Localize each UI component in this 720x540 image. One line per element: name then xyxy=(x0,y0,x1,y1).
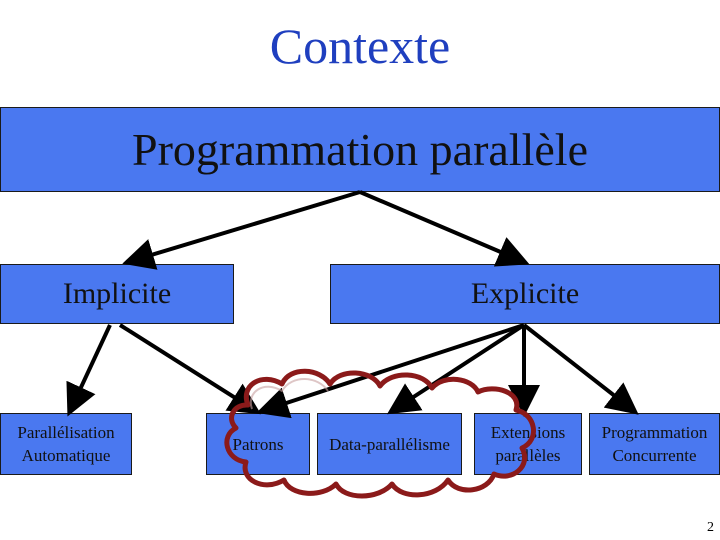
leaf-concurrent-programming: Programmation Concurrente xyxy=(589,413,720,475)
highlight-cloud-shadow xyxy=(251,379,328,409)
leaf-label-line1: Programmation xyxy=(602,421,708,444)
arrow-implicit-to-patrons xyxy=(120,325,256,411)
leaf-automatic-parallelization: Parallélisation Automatique xyxy=(0,413,132,475)
root-node-box: Programmation parallèle xyxy=(0,107,720,192)
leaf-label-line1: Parallélisation xyxy=(17,421,114,444)
leaf-label-line2: parallèles xyxy=(491,444,566,467)
arrow-explicit-to-patrons xyxy=(262,325,524,411)
arrow-root-to-implicit xyxy=(128,192,360,262)
page-number: 2 xyxy=(707,520,714,536)
leaf-label: Patrons xyxy=(233,433,284,456)
leaf-label-line1: Extensions xyxy=(491,421,566,444)
leaf-label: Data-parallélisme xyxy=(329,433,450,456)
leaf-parallel-extensions: Extensions parallèles xyxy=(474,413,582,475)
arrow-implicit-to-automatic xyxy=(70,325,110,411)
leaf-label-line2: Automatique xyxy=(17,444,114,467)
implicit-node-box: Implicite xyxy=(0,264,234,324)
arrow-root-to-explicit xyxy=(360,192,524,262)
slide-title: Contexte xyxy=(0,14,720,78)
arrow-explicit-to-concurrent xyxy=(524,325,634,411)
explicit-node-box: Explicite xyxy=(330,264,720,324)
leaf-patrons: Patrons xyxy=(206,413,310,475)
arrow-explicit-to-data-parallel xyxy=(392,325,524,411)
leaf-data-parallelism: Data-parallélisme xyxy=(317,413,462,475)
leaf-label-line2: Concurrente xyxy=(602,444,708,467)
